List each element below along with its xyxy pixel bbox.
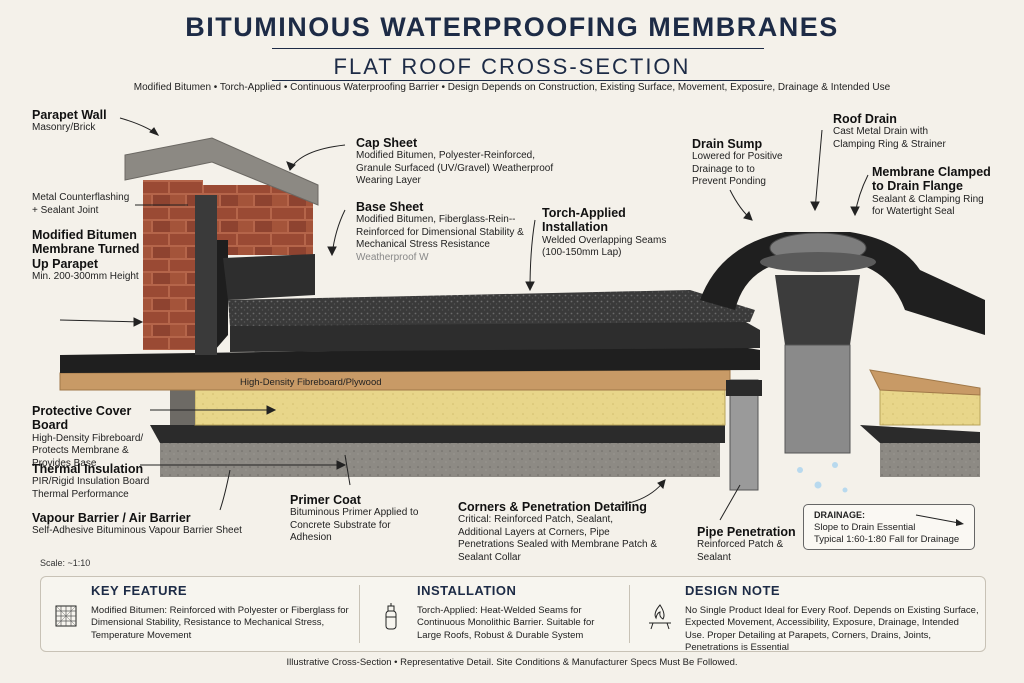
feature-installation: INSTALLATION Torch-Applied: Heat-Welded …: [363, 577, 623, 651]
leader-cap-sheet: [289, 144, 346, 171]
label-membrane-turned-up: Modified Bitumen Membrane Turned Up Para…: [32, 228, 140, 283]
insulation-edge: [170, 390, 195, 425]
feature-installation-text: Torch-Applied: Heat-Welded Seams for Con…: [417, 605, 595, 641]
subtitle-divider: [272, 80, 764, 81]
label-vapour-barrier: Vapour Barrier / Air Barrier Self-Adhesi…: [32, 511, 242, 537]
label-counterflashing: Metal Counterflashing + Sealant Joint: [32, 192, 130, 216]
leader-roof-drain: [814, 129, 823, 211]
pipe-collar: [726, 380, 762, 396]
feature-separator: [629, 585, 630, 643]
leader-vapour: [219, 469, 231, 511]
water-drop: [814, 481, 822, 489]
scale-label: Scale: ~1:10: [40, 558, 91, 568]
base-sheet-layer: [60, 345, 760, 373]
drain-pipe: [784, 344, 851, 454]
thermal-insulation-layer: [194, 389, 726, 426]
label-corners: Corners & Penetration Detailing Critical…: [458, 500, 657, 563]
water-drop: [842, 487, 848, 493]
feature-design-text: No Single Product Ideal for Every Roof. …: [685, 605, 979, 654]
counterflashing: [195, 195, 217, 355]
drainage-title: DRAINAGE:: [814, 510, 865, 520]
feature-panel: KEY FEATURE Modified Bitumen: Reinforced…: [40, 576, 986, 654]
feature-key-text: Modified Bitumen: Reinforced with Polyes…: [91, 605, 349, 641]
penetration-pipe: [729, 379, 759, 491]
fibreboard-layer: [59, 369, 731, 391]
parapet-coping: [124, 137, 319, 206]
drain-bowl: [775, 275, 860, 345]
cap-sheet-layer: [228, 290, 755, 326]
feature-key: KEY FEATURE Modified Bitumen: Reinforced…: [41, 577, 356, 651]
water-drop: [832, 462, 838, 468]
drainage-note-box: DRAINAGE: Slope to Drain Essential Typic…: [803, 504, 975, 550]
feature-separator: [359, 585, 360, 643]
label-pipe-penetration: Pipe Penetration Reinforced Patch & Seal…: [697, 525, 796, 563]
label-base-sheet: Base Sheet Modified Bitumen, Fiberglass-…: [356, 200, 524, 263]
vapour-barrier-layer-right: [860, 425, 980, 443]
flame-icon: [649, 604, 671, 630]
membrane-upstand-face: [223, 254, 315, 300]
label-membrane-clamped: Membrane Clamped to Drain Flange Sealant…: [872, 165, 991, 218]
slope-arrow-icon: [915, 514, 964, 526]
torch-icon: [385, 603, 397, 630]
label-parapet-wall: Parapet Wall Masonry/Brick: [32, 108, 107, 134]
label-roof-drain: Roof Drain Cast Metal Drain with Clampin…: [833, 112, 946, 150]
footer-note: Illustrative Cross-Section • Representat…: [286, 657, 738, 668]
label-thermal-insulation: Thermal Insulation PIR/Rigid Insulation …: [32, 462, 150, 500]
parapet-brick: [143, 180, 203, 350]
page-title: BITUMINOUS WATERPROOFING MEMBRANES: [185, 12, 839, 42]
leader-upturn: [59, 319, 143, 323]
label-protective-cover: Protective Cover Board High-Density Fibr…: [32, 404, 144, 469]
leader-pipe: [719, 484, 741, 521]
water-drop: [797, 467, 803, 473]
page-subtitle: FLAT ROOF CROSS-SECTION: [333, 54, 691, 79]
drainage-line2: Typical 1:60-1:80 Fall for Drainage: [814, 534, 960, 545]
concrete-deck: [160, 443, 720, 477]
concrete-deck-right: [880, 443, 980, 477]
drainage-line1: Slope to Drain Essential: [814, 522, 916, 533]
leader-primer: [344, 454, 351, 486]
feature-design-title: DESIGN NOTE: [685, 583, 781, 598]
drain-clamping-ring: [760, 252, 876, 272]
fibreboard-layer-right: [869, 369, 981, 396]
vapour-barrier-layer: [150, 425, 725, 443]
label-primer-coat: Primer Coat Bituminous Primer Applied to…: [290, 493, 419, 544]
label-drain-sump: Drain Sump Lowered for Positive Drainage…: [692, 137, 783, 188]
feature-design-note: DESIGN NOTE No Single Product Ideal for …: [633, 577, 983, 654]
title-divider: [272, 48, 764, 49]
mesh-icon: [55, 605, 77, 627]
thermal-insulation-layer-right: [879, 389, 981, 426]
feature-key-title: KEY FEATURE: [91, 583, 188, 598]
label-torch-applied: Torch-Applied Installation Welded Overla…: [542, 206, 667, 259]
label-cap-sheet: Cap Sheet Modified Bitumen, Polyester-Re…: [356, 136, 554, 187]
feature-installation-title: INSTALLATION: [417, 583, 517, 598]
label-fibreboard-inline: High-Density Fibreboard/Plywood: [240, 377, 382, 388]
tagline: Modified Bitumen • Torch-Applied • Conti…: [133, 82, 891, 93]
